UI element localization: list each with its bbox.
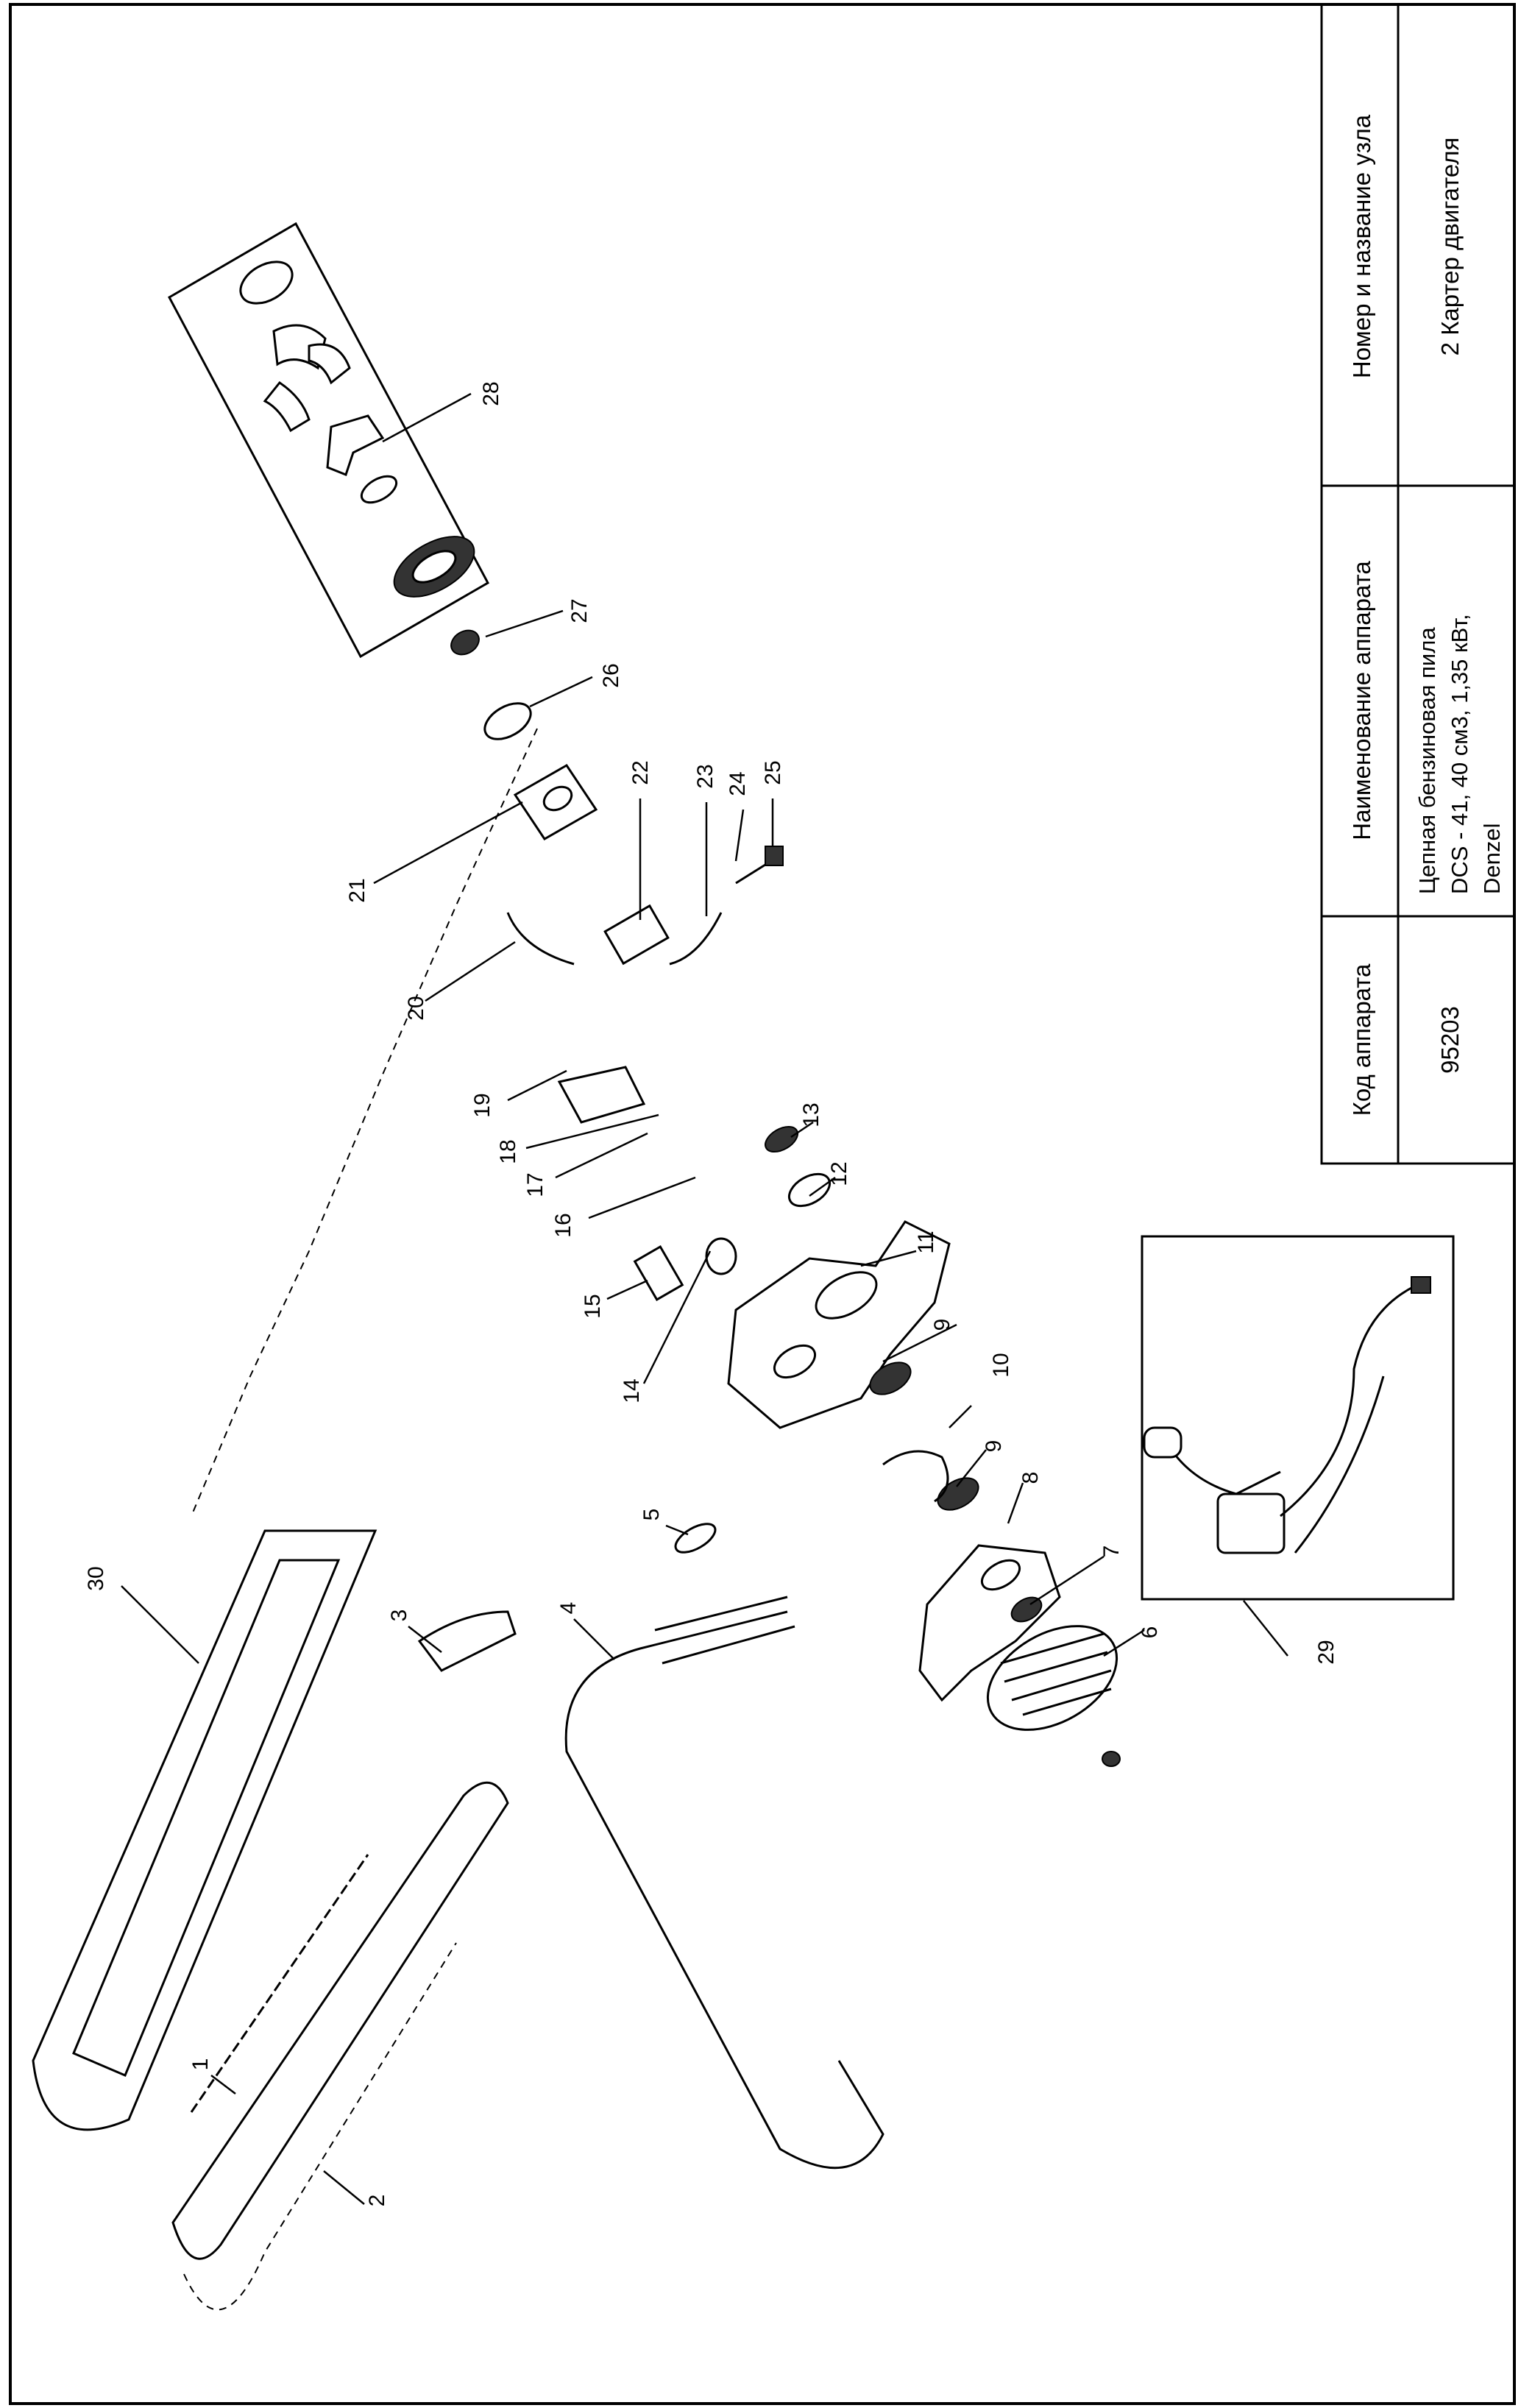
callout-12: 12 xyxy=(827,1161,851,1186)
unit-header: Номер и название узла xyxy=(1348,114,1375,378)
callout-5: 5 xyxy=(639,1509,664,1521)
callout-23: 23 xyxy=(693,764,717,788)
drawing-frame xyxy=(9,3,1516,2405)
part-6-flywheel xyxy=(986,1625,1121,1767)
part-9-bearing-b xyxy=(937,1477,979,1511)
part-10-gasket xyxy=(882,1450,949,1503)
assembly-axis xyxy=(191,728,538,1517)
part-5-link xyxy=(674,1523,717,1554)
part-1-saw-chain xyxy=(190,1854,369,2113)
callout-19: 19 xyxy=(470,1093,494,1117)
name-value-line1: Цепная бензиновая пила xyxy=(1414,627,1440,894)
callout-15: 15 xyxy=(581,1294,605,1318)
code-header: Код аппарата xyxy=(1348,963,1375,1116)
part-22-oil-pump xyxy=(603,904,670,966)
callout-26: 26 xyxy=(599,663,623,687)
part-12-ring xyxy=(788,1172,831,1208)
callout-9-lower: 9 xyxy=(982,1440,1006,1453)
callout-9-upper: 9 xyxy=(930,1319,954,1331)
callout-18: 18 xyxy=(496,1139,520,1164)
callout-3: 3 xyxy=(387,1610,411,1622)
callout-17: 17 xyxy=(523,1172,547,1197)
part-19-plate xyxy=(557,1066,646,1124)
callout-14: 14 xyxy=(620,1378,644,1403)
callout-4: 4 xyxy=(556,1602,581,1615)
callout-24: 24 xyxy=(726,771,750,796)
callout-11: 11 xyxy=(914,1230,938,1253)
callout-10: 10 xyxy=(989,1353,1013,1377)
callout-25: 25 xyxy=(761,760,785,785)
part-20-hose xyxy=(506,912,575,966)
part-4-front-handle xyxy=(564,1610,884,2170)
callout-22: 22 xyxy=(628,760,653,785)
part-27-bearing xyxy=(450,629,480,656)
callout-27: 27 xyxy=(567,598,592,623)
name-value-line3: Denzel xyxy=(1479,824,1505,895)
callout-13: 13 xyxy=(799,1102,823,1127)
part-9-bearing-a xyxy=(869,1361,912,1395)
part-13-oil-seal xyxy=(765,1125,798,1153)
callout-labels: 1 2 3 4 5 6 7 8 9 9 10 11 12 13 14 15 16… xyxy=(84,381,1339,2206)
unit-value: 2 Картер двигателя xyxy=(1436,138,1464,356)
part-26-washer xyxy=(483,702,532,740)
callout-28: 28 xyxy=(479,381,503,406)
part-21-plate xyxy=(513,764,598,840)
title-block: Код аппарата 95203 Наименование аппарата… xyxy=(1320,3,1516,1165)
part-7-seal xyxy=(1010,1596,1043,1623)
callout-8: 8 xyxy=(1018,1472,1043,1484)
callout-30: 30 xyxy=(84,1566,108,1590)
clutch-kit-box xyxy=(167,222,490,659)
ignition-box xyxy=(1141,1235,1455,1601)
name-value-line2: DCS - 41, 40 см3, 1,35 кВт, xyxy=(1447,614,1472,894)
leader-lines xyxy=(121,392,1288,2205)
part-23-hose xyxy=(669,912,723,966)
code-value: 95203 xyxy=(1436,1006,1464,1074)
callout-29: 29 xyxy=(1314,1640,1339,1664)
callout-20: 20 xyxy=(404,996,428,1020)
callout-7: 7 xyxy=(1099,1545,1124,1558)
callout-16: 16 xyxy=(551,1213,575,1237)
part-3-bumper-spike xyxy=(417,1610,517,1672)
callout-21: 21 xyxy=(345,878,369,902)
name-header: Наименование аппарата xyxy=(1348,561,1375,840)
part-14-sleeve xyxy=(705,1237,737,1275)
part-8-crankcase-half xyxy=(918,1544,1061,1702)
part-25-oil-filter xyxy=(765,846,784,866)
callout-2: 2 xyxy=(365,2195,389,2207)
callout-1: 1 xyxy=(188,2058,213,2071)
part-30-bar-cover xyxy=(32,1529,377,2131)
callout-6: 6 xyxy=(1138,1626,1162,1639)
part-11-crankcase xyxy=(727,1220,951,1429)
part-15-part xyxy=(633,1244,684,1302)
part-2-guide-bar xyxy=(171,1781,509,2311)
